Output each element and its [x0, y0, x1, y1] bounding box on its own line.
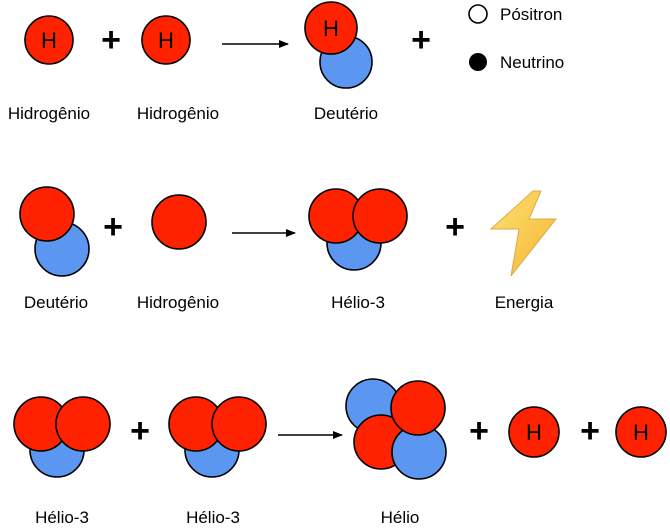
proton — [211, 396, 267, 452]
helium-3-nucleus — [308, 188, 408, 271]
product-1-label: Hélio-3 — [331, 293, 385, 312]
hydrogen-atom-2: H — [141, 15, 191, 65]
hydrogen-symbol: H — [158, 28, 174, 53]
hydrogen-atom-3: H — [508, 406, 560, 458]
helium-3-nucleus — [13, 396, 111, 478]
hydrogen-nucleus — [151, 194, 207, 250]
plus-sign: + — [445, 208, 465, 246]
product-1-label: Deutério — [314, 104, 378, 123]
reactant-1-label: Hélio-3 — [35, 508, 89, 527]
reactant-2-label: Hidrogênio — [137, 293, 219, 312]
reaction-1: H + H H + Hidrogênio Hidrogênio Deutério — [8, 1, 431, 123]
plus-sign: + — [101, 21, 121, 59]
helium-4-nucleus — [345, 378, 447, 480]
neutrino-icon — [469, 53, 487, 71]
deuterium-nucleus — [19, 186, 90, 277]
hydrogen-symbol: H — [323, 16, 339, 41]
proton — [508, 406, 560, 458]
reaction-3: + + H + H Hélio-3 Hélio-3 Hélio — [13, 378, 667, 527]
hydrogen-symbol: H — [41, 28, 57, 53]
hydrogen-atom-4: H — [615, 406, 667, 458]
plus-sign: + — [411, 21, 431, 59]
product-2-label: Energia — [495, 293, 554, 312]
legend: Pósitron Neutrino — [468, 4, 564, 72]
proton — [390, 380, 446, 436]
hydrogen-symbol: H — [633, 420, 649, 445]
reaction-2: + + Deutério Hidrogênio Hélio-3 Energia — [19, 186, 558, 312]
proton — [19, 186, 75, 242]
plus-sign: + — [580, 412, 600, 450]
plus-sign: + — [103, 208, 123, 246]
lightning-bolt-icon — [489, 190, 558, 277]
proton — [615, 406, 667, 458]
proton — [24, 15, 74, 65]
reactant-2-label: Hélio-3 — [186, 508, 240, 527]
deuterium-nucleus: H — [304, 1, 373, 89]
proton — [55, 396, 111, 452]
proton — [352, 188, 408, 244]
neutrino-label: Neutrino — [500, 53, 564, 72]
plus-sign: + — [469, 412, 489, 450]
reactant-2-label: Hidrogênio — [137, 104, 219, 123]
proton — [141, 15, 191, 65]
positron-label: Pósitron — [500, 5, 562, 24]
reactant-1-label: Deutério — [24, 293, 88, 312]
positron-icon — [468, 4, 488, 24]
plus-sign: + — [130, 412, 150, 450]
proton — [304, 1, 358, 55]
reactant-1-label: Hidrogênio — [8, 104, 90, 123]
hydrogen-symbol: H — [526, 420, 542, 445]
hydrogen-atom-1: H — [24, 15, 74, 65]
product-1-label: Hélio — [381, 508, 420, 527]
helium-3-nucleus — [168, 396, 267, 478]
